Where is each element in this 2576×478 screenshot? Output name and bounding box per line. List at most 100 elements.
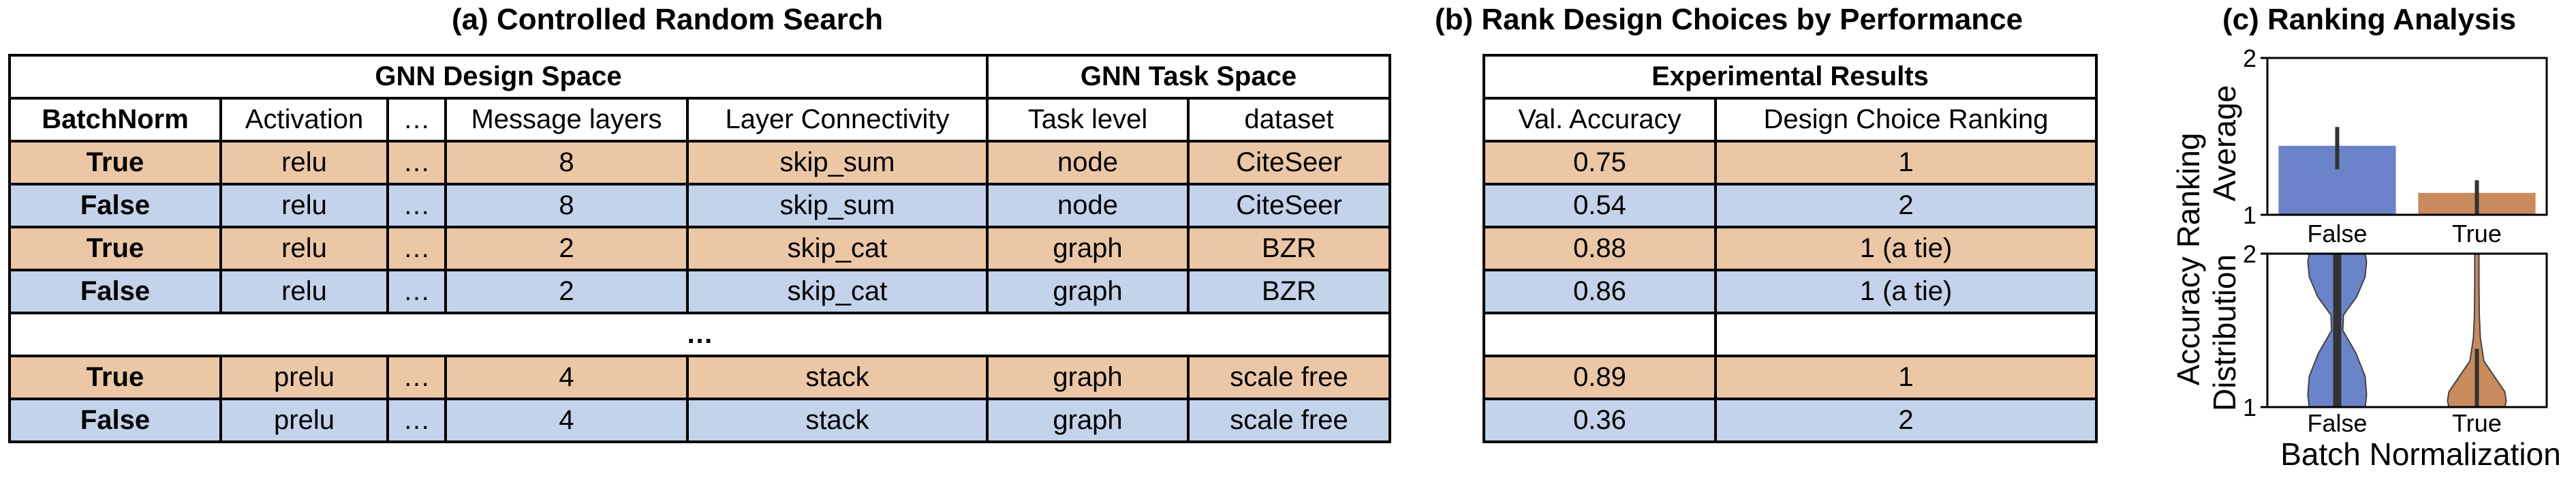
panel-c-title: (c) Ranking Analysis [2222,3,2517,36]
cell-ranking: 2 [1713,398,2098,443]
empty-cell [1713,312,2098,357]
cell-ranking: 1 (a tie) [1713,269,2098,314]
cell-batchnorm: True [8,355,222,400]
cell-message-layers: 4 [444,355,689,400]
x-tick-label: True [2452,220,2502,248]
cell-layer-connectivity: skip_cat [686,269,989,314]
panel-b-title: (b) Rank Design Choices by Performance [1435,3,2023,36]
cell-message-layers: 2 [444,226,689,271]
cell-batchnorm: False [8,398,222,443]
cell-task-level: graph [986,355,1190,400]
cell-activation: prelu [219,398,389,443]
cell-dataset: BZR [1186,226,1392,271]
cell-ranking: 1 [1713,355,2098,400]
table-row: 0.36 2 [1483,398,2098,443]
cell-layer-connectivity: skip_sum [686,183,989,228]
cell-message-layers: 2 [444,269,689,314]
cell-task-level: node [986,140,1190,185]
column-header-val-accuracy: Val. Accuracy [1483,97,1717,143]
cell-val-accuracy: 0.54 [1483,183,1717,228]
table-row: 0.88 1 (a tie) [1483,226,2098,271]
cell-val-accuracy: 0.36 [1483,398,1717,443]
column-header-task-level: Task level [986,97,1190,143]
cell-message-layers: 4 [444,398,689,443]
table-row: False relu … 2 skip_cat graph BZR [8,269,1392,314]
shared-ylabel: Accuracy Ranking [2171,133,2206,386]
x-tick-label: True [2452,409,2502,437]
cell-dataset: scale free [1186,398,1392,443]
cell-val-accuracy: 0.88 [1483,226,1717,271]
y-tick-label: 1 [2243,201,2256,229]
cell-activation: relu [219,183,389,228]
cell-dataset: scale free [1186,355,1392,400]
table-row: False prelu … 4 stack graph scale free [8,398,1392,443]
table-row: True relu … 8 skip_sum node CiteSeer [8,140,1392,185]
bar-axes-frame [2266,57,2548,216]
violin-axes-frame [2266,252,2548,408]
cell-message-layers: 8 [444,183,689,228]
y-tick-label: 1 [2243,393,2256,421]
design-space-table: GNN Design Space GNN Task Space BatchNor… [7,54,1392,443]
results-table: Experimental Results Val. Accuracy Desig… [1482,54,2098,443]
cell-activation: prelu [219,355,389,400]
cell-activation: relu [219,269,389,314]
violin-xlabel: Batch Normalization [2280,436,2561,472]
cell-message-layers: 8 [444,140,689,185]
cell-task-level: node [986,183,1190,228]
column-header-batchnorm: BatchNorm [8,97,222,143]
cell-val-accuracy: 0.75 [1483,140,1717,185]
table-row: 0.54 2 [1483,183,2098,228]
cell-layer-connectivity: stack [686,398,989,443]
column-header-activation: Activation [219,97,389,143]
cell-ellipsis: … [386,398,447,443]
empty-cell [1483,312,1717,357]
table-row: 0.89 1 [1483,355,2098,400]
cell-ranking: 2 [1713,183,2098,228]
cell-task-level: graph [986,398,1190,443]
cell-dataset: BZR [1186,269,1392,314]
bar-ylabel: Average [2207,85,2242,202]
table-row: False relu … 8 skip_sum node CiteSeer [8,183,1392,228]
cell-layer-connectivity: skip_cat [686,226,989,271]
cell-batchnorm: True [8,140,222,185]
cell-dataset: CiteSeer [1186,140,1392,185]
cell-layer-connectivity: skip_sum [686,140,989,185]
panel-a-title: (a) Controlled Random Search [452,3,884,36]
column-header-layer-connectivity: Layer Connectivity [686,97,989,143]
cell-ranking: 1 [1713,140,2098,185]
cell-task-level: graph [986,269,1190,314]
y-tick-label: 2 [2243,44,2256,72]
cell-ellipsis: … [386,355,447,400]
y-tick-label: 2 [2243,240,2256,268]
group-header-experimental-results: Experimental Results [1482,54,2098,100]
x-tick-label: False [2307,409,2367,437]
cell-activation: relu [219,140,389,185]
cell-batchnorm: False [8,183,222,228]
cell-ellipsis: … [386,183,447,228]
cell-batchnorm: True [8,226,222,271]
column-header-ellipsis: … [386,97,447,143]
cell-ellipsis: … [386,269,447,314]
column-header-design-choice-ranking: Design Choice Ranking [1713,97,2098,143]
x-tick-label: False [2307,220,2367,248]
group-header-task-space: GNN Task Space [985,54,1392,100]
cell-ellipsis: … [386,226,447,271]
table-row: True prelu … 4 stack graph scale free [8,355,1392,400]
table-row: True relu … 2 skip_cat graph BZR [8,226,1392,271]
cell-ellipsis: … [386,140,447,185]
cell-ranking: 1 (a tie) [1713,226,2098,271]
column-header-message-layers: Message layers [444,97,689,143]
group-header-design-space: GNN Design Space [8,54,989,100]
table-row: 0.75 1 [1483,140,2098,185]
cell-dataset: CiteSeer [1186,183,1392,228]
cell-task-level: graph [986,226,1190,271]
violin-ylabel: Distribution [2207,254,2242,411]
cell-activation: relu [219,226,389,271]
column-header-dataset: dataset [1186,97,1392,143]
cell-batchnorm: False [8,269,222,314]
cell-val-accuracy: 0.86 [1483,269,1717,314]
cell-val-accuracy: 0.89 [1483,355,1717,400]
cell-layer-connectivity: stack [686,355,989,400]
ranking-analysis-charts: Accuracy Ranking Average Distribution Ba… [2171,44,2561,472]
table-row: 0.86 1 (a tie) [1483,269,2098,314]
